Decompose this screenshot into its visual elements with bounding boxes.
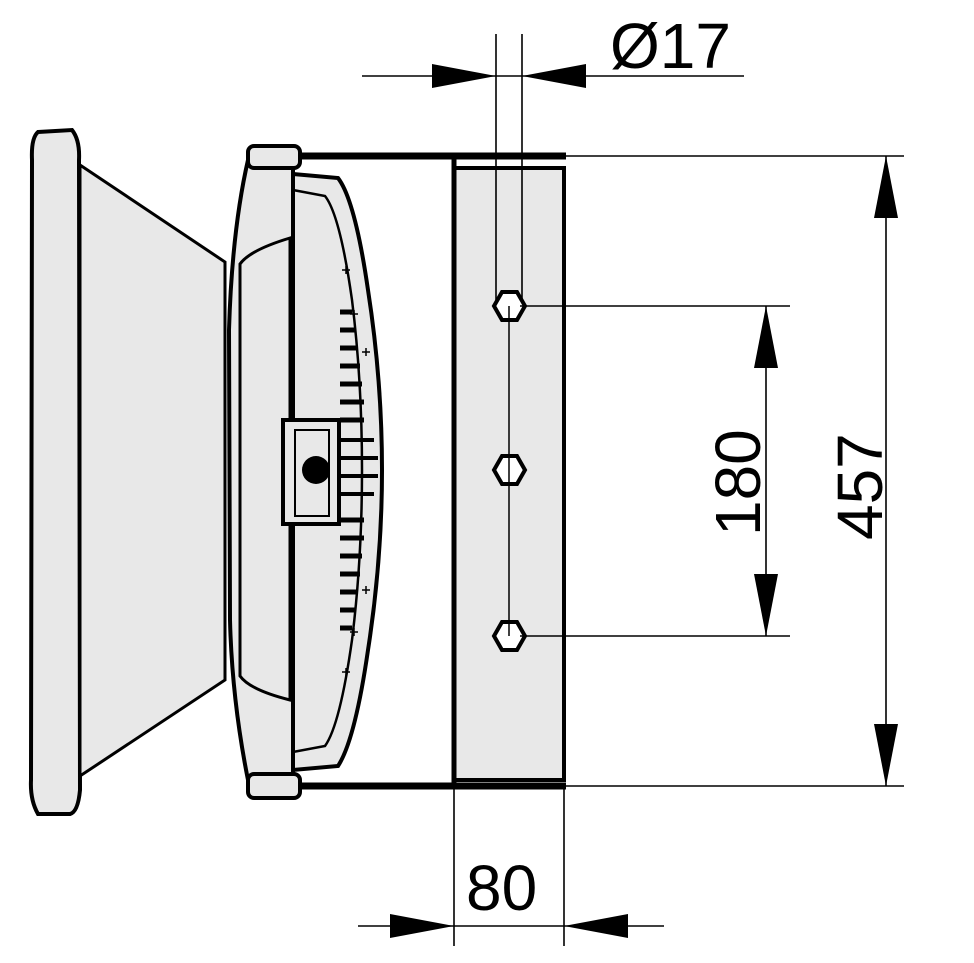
arrow-down-icon (754, 574, 778, 636)
arrow-up-icon (874, 156, 898, 218)
arrow-up-icon (754, 306, 778, 368)
arrow-right-icon (432, 64, 496, 88)
front-flange (28, 127, 83, 816)
grille-cover-inner (291, 188, 364, 754)
housing-ring-inner (238, 235, 292, 702)
arrow-left-icon (522, 64, 586, 88)
dimension-hole-diameter: Ø17 (362, 10, 744, 300)
fan-body (28, 127, 385, 816)
dimension-hole-spacing: 180 (520, 305, 790, 637)
dimension-depth: 80 (358, 786, 664, 946)
conical-shroud (78, 162, 227, 779)
arrow-down-icon (874, 724, 898, 786)
depth-label: 80 (466, 852, 537, 924)
latch-knob-icon (302, 456, 330, 484)
bottom-cap (246, 772, 302, 800)
latch-teeth (340, 438, 378, 496)
overall-height-label: 457 (824, 433, 896, 540)
grille-slots (340, 309, 364, 631)
grille-crosses (342, 266, 370, 676)
arrow-right-icon (390, 914, 454, 938)
arrow-left-icon (564, 914, 628, 938)
dimension-overall-height: 457 (566, 155, 904, 787)
hole-diameter-label: Ø17 (610, 10, 731, 82)
hole-spacing-label: 180 (702, 429, 774, 536)
housing-ring (226, 158, 295, 782)
top-cap (246, 144, 302, 170)
